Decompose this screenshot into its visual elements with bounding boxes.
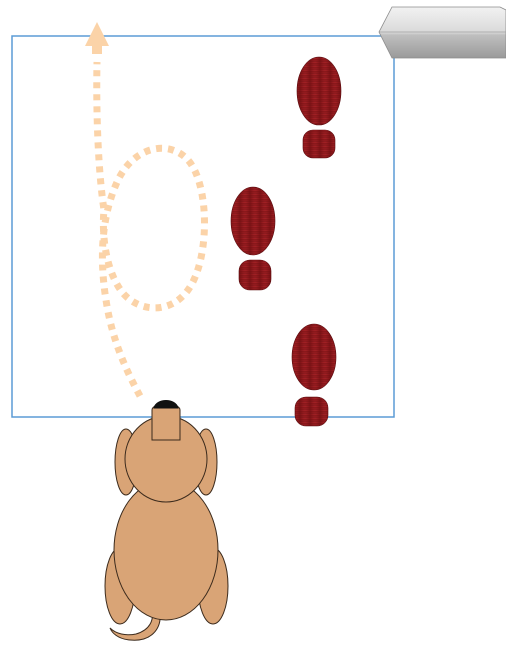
trail-arrowhead (85, 22, 109, 46)
dotted-arrow-icon (85, 22, 205, 396)
boot-footprint-icon (292, 324, 336, 426)
dog-nose (154, 401, 178, 409)
boot-footprint-icon (297, 57, 341, 158)
dog-top-view-icon (105, 401, 228, 641)
arrow-sign-icon (379, 7, 506, 58)
trail-path (97, 62, 205, 396)
dog-snout (152, 404, 180, 440)
boot-footprint-icon (231, 187, 275, 290)
